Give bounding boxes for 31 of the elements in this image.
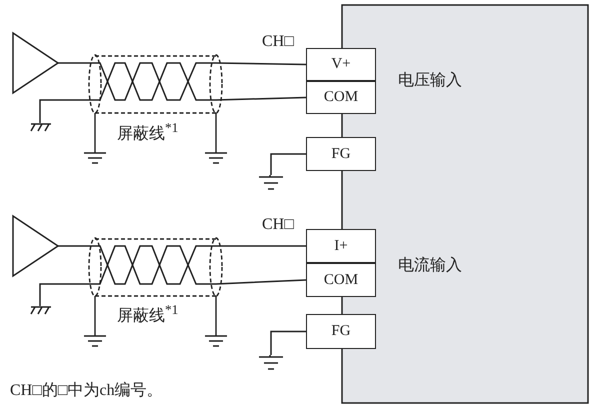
terminal-label: I+ bbox=[334, 238, 348, 254]
wire bbox=[270, 153, 306, 175]
channel-label: CH□ bbox=[262, 216, 294, 234]
shield-cable-label: 屏蔽线$^{*1}$ bbox=[117, 302, 178, 326]
wire bbox=[270, 330, 306, 355]
shield-cable-label: 屏蔽线$^{*1}$ bbox=[117, 120, 178, 144]
wire bbox=[58, 245, 306, 285]
terminal-box bbox=[306, 314, 376, 349]
signal-source-triangle bbox=[12, 32, 59, 94]
wire bbox=[58, 62, 306, 101]
terminal-label: V+ bbox=[331, 56, 351, 73]
terminal-box bbox=[306, 229, 376, 263]
ground-symbol bbox=[28, 123, 52, 132]
terminal-box bbox=[306, 48, 376, 81]
terminal-label: FG bbox=[331, 323, 351, 340]
wire bbox=[39, 245, 306, 306]
signal-source-triangle bbox=[12, 215, 59, 277]
footnote: CH□的□中为ch编号。 bbox=[10, 380, 163, 401]
ground-symbol bbox=[28, 306, 52, 315]
ground-symbol bbox=[258, 175, 284, 190]
terminal-label: COM bbox=[324, 89, 358, 106]
terminal-label: FG bbox=[331, 146, 351, 162]
terminal-box bbox=[306, 137, 376, 171]
input-type-label: 电流输入 bbox=[398, 256, 462, 276]
terminal-box bbox=[306, 81, 376, 114]
terminal-box bbox=[306, 263, 376, 297]
wire bbox=[39, 62, 306, 123]
ground-symbol bbox=[258, 355, 284, 370]
terminal-label: COM bbox=[324, 272, 358, 288]
input-type-label: 电压输入 bbox=[398, 70, 462, 91]
channel-label: CH□ bbox=[262, 33, 294, 51]
